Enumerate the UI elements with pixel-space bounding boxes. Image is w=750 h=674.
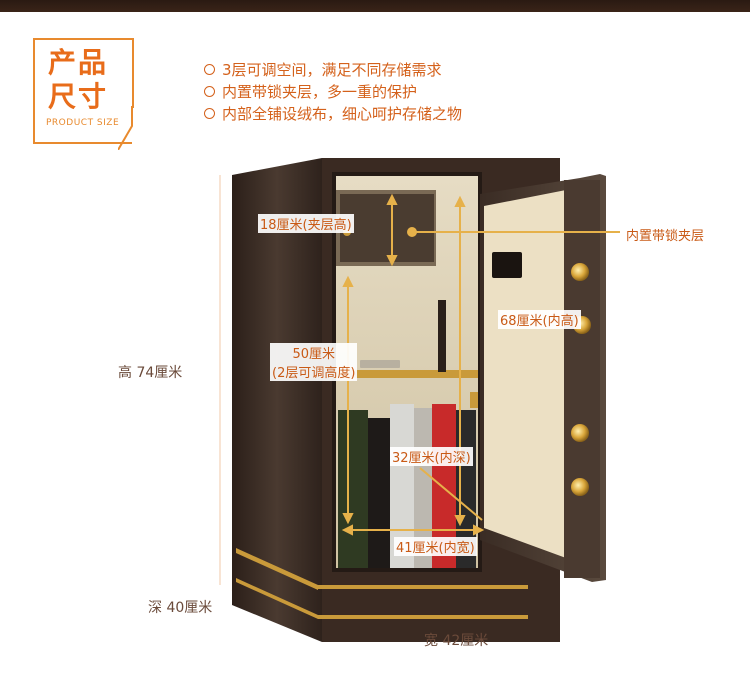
width-label: 宽 42厘米 <box>424 633 489 649</box>
feature-item: 内部全铺设绒布，细心呵护存储之物 <box>204 102 462 124</box>
inner-height-label: 68厘米(内高) <box>498 310 581 329</box>
feature-item: 3层可调空间，满足不同存储需求 <box>204 58 462 80</box>
feature-item: 内置带锁夹层，多一重的保护 <box>204 80 462 102</box>
title-frame <box>33 38 134 144</box>
dimension-arrows <box>341 193 620 536</box>
safe-door <box>470 174 606 582</box>
title-frame-notch <box>118 106 133 150</box>
bullet-circle-icon <box>204 85 215 97</box>
title-english: PRODUCT SIZE <box>46 118 120 128</box>
top-bar <box>0 0 750 12</box>
height-label: 高 74厘米 <box>118 365 183 381</box>
bullet-circle-icon <box>204 107 215 119</box>
feature-list: 3层可调空间，满足不同存储需求 内置带锁夹层，多一重的保护 内部全铺设绒布，细心… <box>204 58 462 124</box>
interlayer-height-label: 18厘米(夹层高) <box>258 214 354 233</box>
depth-label: 深 40厘米 <box>148 600 213 616</box>
inner-width-label: 41厘米(内宽) <box>394 537 477 556</box>
inner-depth-label: 32厘米(内深) <box>390 447 473 466</box>
interlayer-callout-label: 内置带锁夹层 <box>624 225 707 244</box>
title-chinese: 产品尺寸 <box>48 46 109 113</box>
bullet-circle-icon <box>204 63 215 75</box>
adjustable-height-label: 50厘米 (2层可调高度) <box>270 343 358 381</box>
book-stack <box>338 404 476 568</box>
